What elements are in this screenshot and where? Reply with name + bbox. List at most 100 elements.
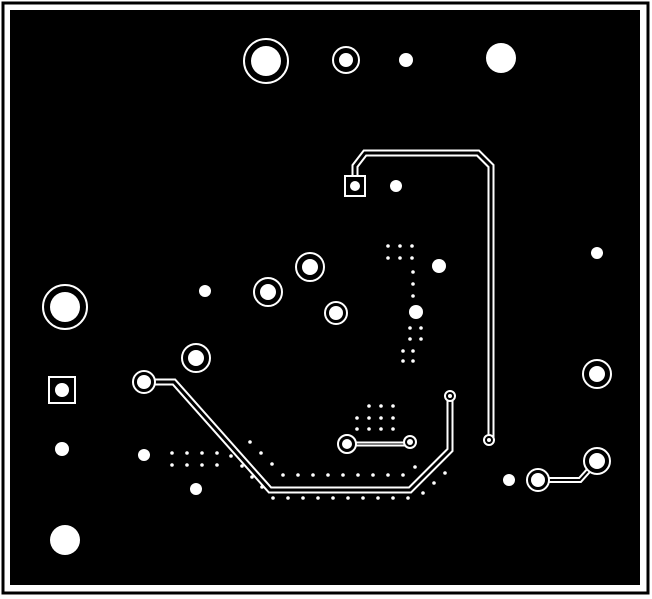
via-dot: [367, 404, 371, 408]
via-dot: [260, 485, 264, 489]
via-dot: [215, 463, 219, 467]
via-dot: [379, 416, 383, 420]
board-copper-area: [10, 10, 640, 585]
via-dot: [401, 359, 405, 363]
pad-via-mid-a: [295, 252, 325, 282]
via-dot: [379, 404, 383, 408]
pad-hole-left-mid: [199, 285, 211, 297]
via-dot: [411, 270, 415, 274]
pad-sq-pad-left: [48, 376, 76, 404]
pad-hole-right-top: [591, 247, 603, 259]
pad-hole-top-4: [486, 43, 516, 73]
via-dot: [331, 496, 335, 500]
via-dot: [356, 473, 360, 477]
via-dot: [200, 451, 204, 455]
via-dot: [401, 349, 405, 353]
via-dot: [401, 473, 405, 477]
via-dot: [367, 416, 371, 420]
pad-trace-pad-right-a: [526, 468, 550, 492]
via-dot: [367, 427, 371, 431]
via-dot: [408, 337, 412, 341]
via-dots-layer: [170, 244, 447, 500]
via-dot: [286, 496, 290, 500]
via-dot: [419, 337, 423, 341]
via-dot: [398, 244, 402, 248]
via-dot: [371, 473, 375, 477]
via-dot: [215, 451, 219, 455]
pad-via-mid-c: [324, 301, 348, 325]
pad-via-mid-b: [253, 277, 283, 307]
via-dot: [311, 473, 315, 477]
via-dot: [355, 427, 359, 431]
via-dot: [271, 496, 275, 500]
via-dot: [200, 463, 204, 467]
via-dot: [391, 416, 395, 420]
via-dot: [296, 473, 300, 477]
pad-hole-upper-mid: [390, 180, 402, 192]
via-dot: [185, 463, 189, 467]
pad-trace-pad-left: [132, 370, 156, 394]
via-dot: [411, 282, 415, 286]
pad-trace-pad-mid-a: [337, 434, 357, 454]
via-dot: [398, 256, 402, 260]
via-dot: [386, 473, 390, 477]
via-dot: [386, 244, 390, 248]
via-dot: [391, 404, 395, 408]
via-dot: [376, 496, 380, 500]
via-dot: [443, 471, 447, 475]
via-dot: [281, 473, 285, 477]
via-dot: [411, 294, 415, 298]
pad-mh-bottom-left: [50, 525, 80, 555]
pad-hole-left-low-3: [190, 483, 202, 495]
via-dot: [259, 451, 263, 455]
via-dot: [432, 481, 436, 485]
via-dot: [411, 349, 415, 353]
via-dot: [185, 451, 189, 455]
via-dot: [361, 496, 365, 500]
pad-hole-left-low: [55, 442, 69, 456]
pad-hole-left-low-2: [138, 449, 150, 461]
pad-hole-mid-1: [432, 259, 446, 273]
via-dot: [391, 496, 395, 500]
via-dot: [326, 473, 330, 477]
via-dot: [355, 416, 359, 420]
pad-trace-pad-long-end: [483, 434, 495, 446]
via-dot: [421, 491, 425, 495]
pad-sq-pad-upper: [344, 175, 366, 197]
via-dot: [408, 326, 412, 330]
via-dot: [413, 465, 417, 469]
via-dot: [229, 454, 233, 458]
via-dot: [379, 427, 383, 431]
via-dot: [410, 244, 414, 248]
via-dot: [240, 464, 244, 468]
pad-trace-pad-mid-b: [403, 435, 417, 449]
trace-trace-upper-loop: [351, 149, 495, 440]
via-dot: [248, 440, 252, 444]
via-dot: [250, 475, 254, 479]
via-dot: [170, 463, 174, 467]
pad-hole-top-3: [399, 53, 413, 67]
via-dot: [386, 256, 390, 260]
trace-trace-left-diagonal: [144, 378, 454, 494]
via-dot: [410, 256, 414, 260]
via-dot: [316, 496, 320, 500]
via-dot: [391, 427, 395, 431]
pad-trace-pad-vert-top: [444, 390, 456, 402]
via-dot: [341, 473, 345, 477]
via-dot: [346, 496, 350, 500]
via-dot: [170, 451, 174, 455]
pad-mh-top-left: [243, 38, 289, 84]
pad-via-right-mid: [582, 359, 612, 389]
via-dot: [270, 462, 274, 466]
via-dot: [419, 326, 423, 330]
pad-via-top-2: [332, 46, 360, 74]
pads-layer: [42, 38, 612, 555]
pad-hole-right-low: [503, 474, 515, 486]
via-dot: [301, 496, 305, 500]
pad-via-left-2: [181, 343, 211, 373]
pad-mh-left: [42, 284, 88, 330]
via-dot: [411, 359, 415, 363]
pad-trace-pad-right-b: [583, 447, 611, 475]
